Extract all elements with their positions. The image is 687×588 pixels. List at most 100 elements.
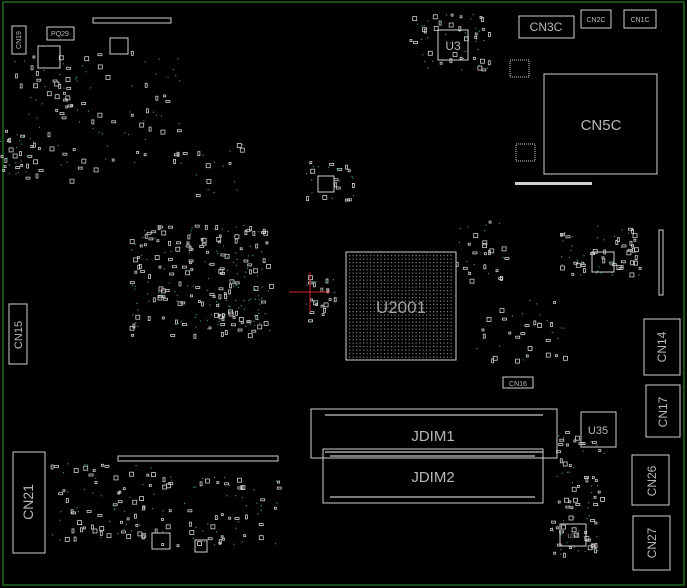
- via: [195, 326, 197, 328]
- smd-part: [133, 513, 137, 519]
- jdim2-dimm-slot[interactable]: JDIM2: [322, 448, 544, 504]
- smd-part: [467, 242, 471, 246]
- smd-part: [602, 258, 606, 264]
- via: [100, 495, 102, 497]
- smd-part: [208, 326, 212, 330]
- small-components-layer: [0, 13, 642, 558]
- via: [423, 60, 425, 62]
- u35-label: U35: [588, 425, 608, 437]
- cn14-connector[interactable]: CN14: [643, 318, 681, 376]
- cn19-connector[interactable]: CN19: [11, 25, 27, 55]
- smd-part: [33, 142, 36, 148]
- via: [588, 502, 590, 504]
- via: [27, 155, 29, 157]
- smd-part: [247, 333, 253, 339]
- via: [213, 161, 215, 163]
- via: [155, 114, 157, 116]
- smd-part: [214, 515, 218, 520]
- smd-part: [277, 480, 281, 484]
- smd-part: [235, 310, 239, 316]
- jdim1-dimm-slot[interactable]: JDIM1: [310, 408, 558, 459]
- cn27-label: CN27: [645, 527, 659, 558]
- smd-part: [93, 167, 99, 173]
- via: [259, 303, 261, 305]
- top-header-strip: [92, 17, 172, 24]
- smd-part: [533, 320, 537, 326]
- via: [164, 252, 166, 254]
- smd-part: [130, 113, 134, 117]
- smd-part: [545, 352, 551, 358]
- smd-part: [228, 311, 234, 317]
- smd-part: [253, 268, 258, 274]
- smd-part: [80, 527, 83, 533]
- u2001-bga-chip[interactable]: U2001: [345, 251, 457, 361]
- via: [146, 293, 149, 295]
- smd-part: [310, 168, 316, 174]
- smd-part: [136, 150, 140, 154]
- u35-chip[interactable]: U35: [580, 411, 617, 448]
- smd-part: [88, 473, 94, 477]
- smd-part: [122, 487, 126, 491]
- smd-part: [228, 516, 232, 520]
- smd-part: [571, 272, 575, 276]
- smd-part: [347, 169, 351, 173]
- smd-part: [198, 300, 201, 304]
- cn1c-connector[interactable]: CN1C: [623, 9, 657, 29]
- via: [106, 145, 109, 147]
- smd-part: [15, 166, 21, 170]
- via: [216, 531, 218, 533]
- via: [15, 173, 17, 175]
- cn17-connector[interactable]: CN17: [645, 384, 681, 438]
- pq29-component[interactable]: PQ29: [46, 26, 75, 41]
- smd-part: [345, 164, 349, 170]
- smd-part: [70, 104, 74, 107]
- smd-part: [181, 322, 187, 326]
- cn3c-connector[interactable]: CN3C: [518, 15, 575, 39]
- via: [127, 133, 130, 136]
- smd-part: [638, 266, 642, 270]
- smd-part: [499, 308, 505, 314]
- smd-part: [600, 496, 605, 502]
- via: [192, 285, 194, 287]
- via: [236, 258, 238, 260]
- smd-part: [168, 509, 172, 513]
- via: [249, 323, 252, 325]
- smd-part: [571, 527, 577, 533]
- smd-part: [139, 244, 143, 248]
- cn15-connector[interactable]: CN15: [8, 303, 28, 365]
- cn26-connector[interactable]: CN26: [631, 454, 670, 506]
- smd-part: [227, 289, 231, 295]
- cn5c-socket[interactable]: CN5C: [543, 73, 658, 175]
- smd-part: [597, 490, 601, 494]
- cn16-connector[interactable]: CN16: [502, 376, 534, 389]
- smd-part: [237, 328, 243, 332]
- smd-part: [495, 269, 499, 273]
- smd-part: [54, 464, 59, 468]
- smd-part: [111, 120, 117, 124]
- smd-part: [246, 320, 252, 324]
- via: [498, 345, 501, 347]
- smd-part: [483, 264, 487, 270]
- u3-chip[interactable]: U3: [437, 29, 469, 61]
- smd-part: [112, 503, 118, 507]
- u34-chip[interactable]: U34: [559, 523, 587, 547]
- via: [131, 85, 133, 87]
- smd-part: [201, 301, 204, 307]
- via: [144, 230, 146, 232]
- smd-part: [481, 17, 484, 23]
- via: [571, 482, 574, 484]
- via: [199, 320, 201, 322]
- via: [245, 505, 247, 507]
- smd-part: [215, 225, 219, 231]
- via: [530, 347, 533, 349]
- via: [261, 286, 263, 288]
- smd-part: [175, 246, 181, 252]
- via: [23, 60, 25, 62]
- via: [63, 63, 65, 65]
- cn27-connector[interactable]: CN27: [632, 515, 671, 571]
- via: [560, 553, 562, 555]
- cn2c-connector[interactable]: CN2C: [580, 9, 612, 29]
- via: [571, 245, 573, 247]
- cn21-connector[interactable]: CN21: [12, 451, 46, 554]
- via: [233, 235, 235, 238]
